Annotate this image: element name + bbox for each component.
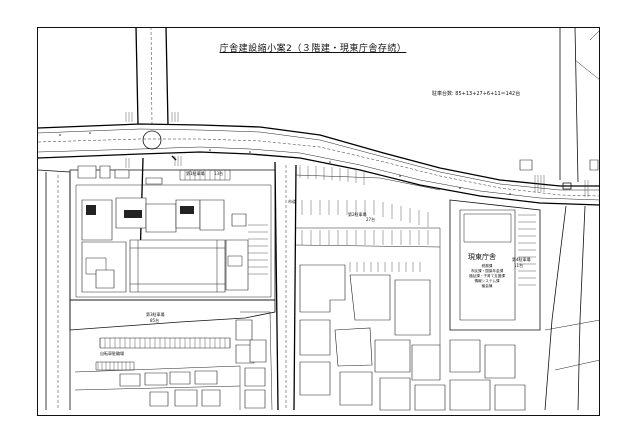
parking-4-label: 第4駐車場 — [512, 257, 531, 262]
east-annex-departments: 税務課 市民課・国保年金課 福祉課・子育て支援課 情報システム課 議会棟 — [465, 264, 509, 289]
parking-1-count: 13台 — [214, 171, 224, 176]
east-annex-building — [460, 210, 515, 320]
residential-blocks-southwest — [75, 312, 272, 410]
east-intersection — [535, 27, 588, 410]
parking-3-count: 85台 — [150, 318, 160, 323]
roadside-structures — [520, 30, 600, 370]
drawing-title: 庁舎建設縮小案2（３階建・現東庁舎存続） — [219, 44, 407, 54]
parking-3-label: 第3駐車場 — [146, 312, 165, 317]
center-road — [275, 162, 278, 410]
new-city-hall — [130, 240, 225, 292]
parking-lot-1 — [296, 165, 440, 345]
department-label: 情報システム課 — [474, 279, 500, 283]
department-label: 市民課・国保年金課 — [470, 269, 504, 273]
new-building-site — [70, 166, 275, 300]
roundabout-marker — [143, 131, 161, 149]
drawing-frame — [37, 27, 600, 416]
department-label: 福祉課・子育て支援課 — [469, 274, 505, 278]
main-road — [38, 124, 600, 205]
parking-1-label: 第1駐車場 — [186, 171, 205, 176]
road-label: 市道 — [288, 199, 296, 204]
parking-4-count: 11台 — [514, 263, 524, 268]
east-annex-label: 現東庁舎 — [468, 253, 496, 261]
parking-2-count: 27台 — [366, 217, 376, 222]
parking-2-label: 第2駐車場 — [348, 212, 367, 217]
parking-count-note: 駐車台数: 85+13+27+6+11＝142台 — [432, 91, 521, 97]
east-annex-site — [450, 200, 540, 330]
department-label: 議会棟 — [481, 284, 493, 288]
bicycle-parking-label: 自転車駐輪場 — [100, 351, 124, 356]
department-label: 税務課 — [481, 264, 493, 268]
west-road — [38, 170, 70, 410]
residential-blocks-center — [300, 265, 525, 410]
parking-lot-3 — [70, 300, 275, 370]
utility-markers — [59, 132, 511, 195]
